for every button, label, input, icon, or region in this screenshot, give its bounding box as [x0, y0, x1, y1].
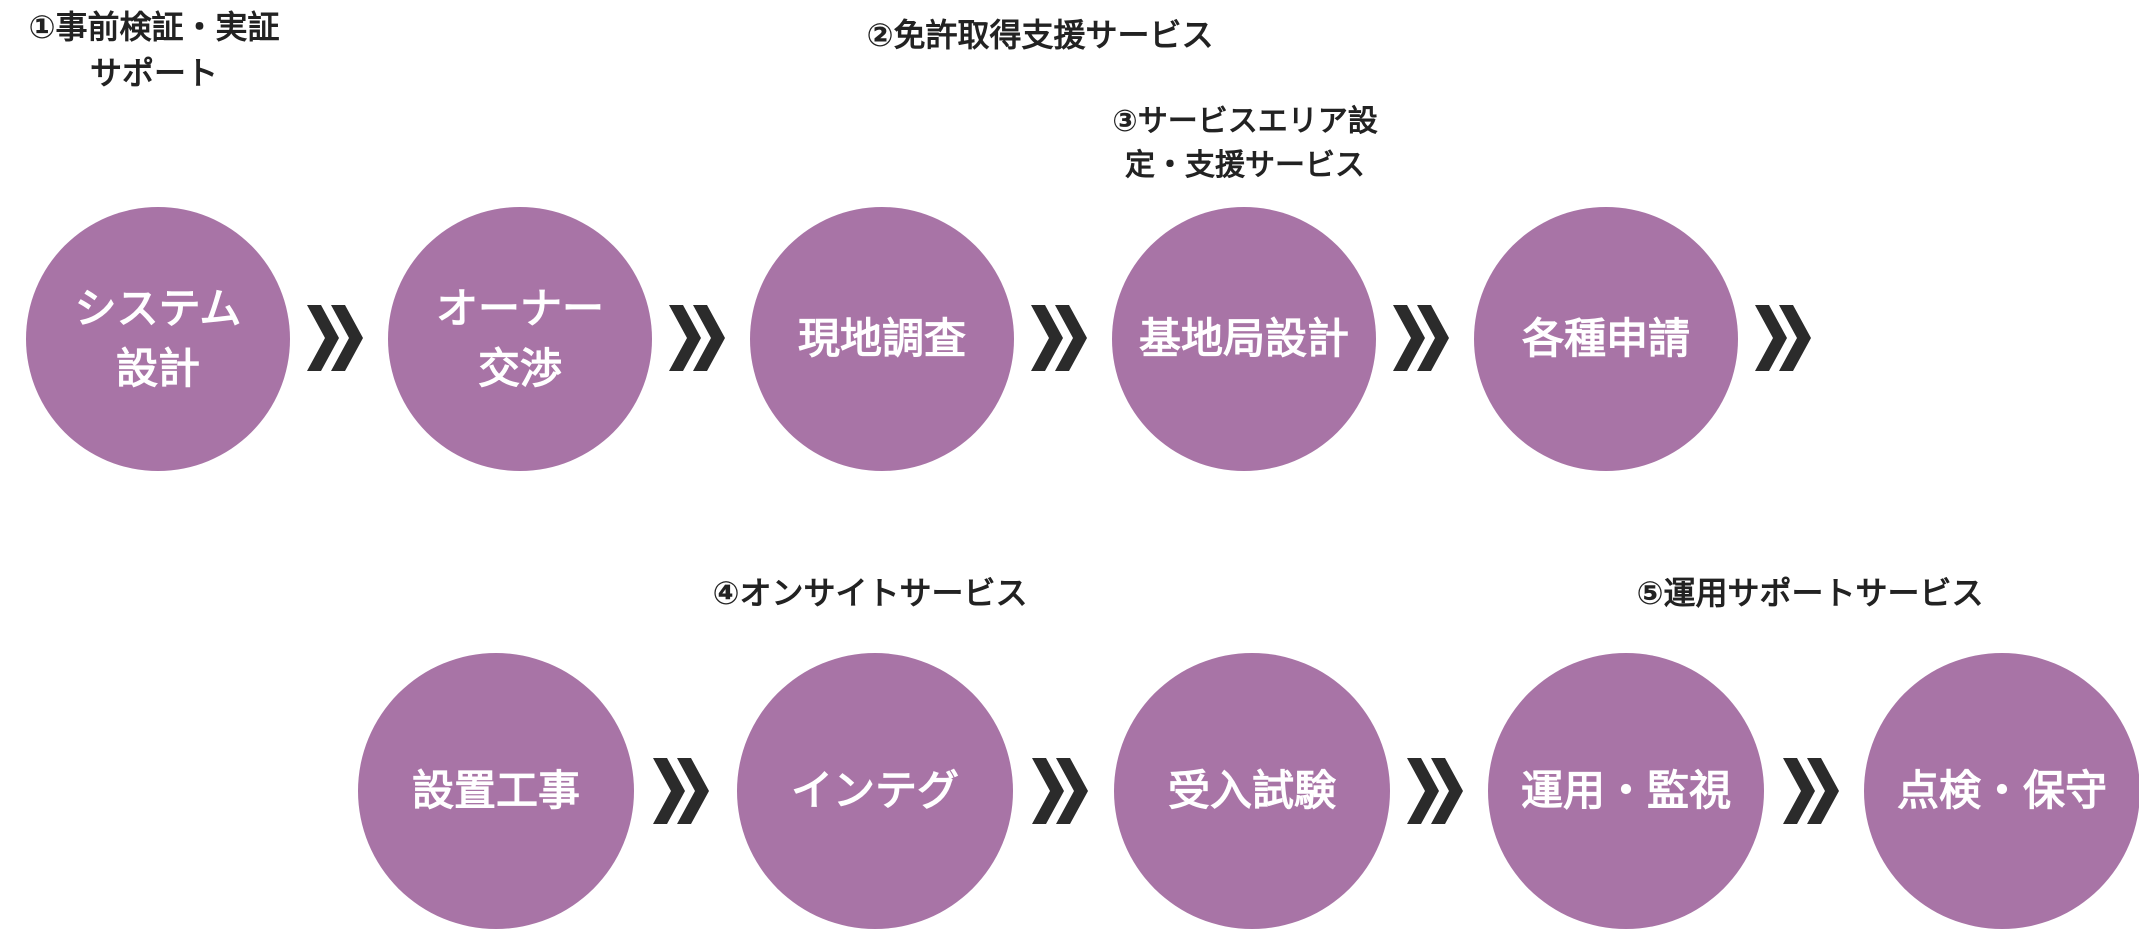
- step-operation-monitoring: 運用・監視: [1488, 653, 1764, 929]
- step-label: 各種申請: [1521, 314, 1690, 363]
- step-label: 受入試験: [1167, 766, 1336, 815]
- double-chevron-right-icon: [1755, 305, 1811, 371]
- double-chevron-right-icon: [1032, 758, 1088, 824]
- step-label: 運用・監視: [1520, 766, 1731, 815]
- double-chevron-right-icon: [1393, 305, 1449, 371]
- step-applications: 各種申請: [1474, 207, 1738, 471]
- step-acceptance-test: 受入試験: [1114, 653, 1390, 929]
- step-integration: インテグ: [737, 653, 1013, 929]
- double-chevron-right-icon: [1031, 305, 1087, 371]
- stage-label-license-support: ②免許取得支援サービス: [866, 16, 1214, 54]
- step-label: 設置工事: [411, 766, 580, 815]
- stage-label-onsite: ④オンサイトサービス: [712, 574, 1028, 612]
- step-label: 現地調査: [797, 314, 966, 363]
- double-chevron-right-icon: [669, 305, 725, 371]
- step-site-survey: 現地調査: [750, 207, 1014, 471]
- double-chevron-right-icon: [653, 758, 709, 824]
- stage-label-service-area: ③サービスエリア設 定・支援サービス: [1112, 104, 1378, 183]
- step-label: インテグ: [790, 766, 959, 815]
- double-chevron-right-icon: [1407, 758, 1463, 824]
- double-chevron-right-icon: [307, 305, 363, 371]
- step-label: オーナー 交渉: [435, 284, 604, 393]
- step-label: 基地局設計: [1138, 314, 1349, 363]
- step-label: 点検・保守: [1896, 766, 2107, 815]
- step-inspection-maintenance: 点検・保守: [1864, 653, 2139, 929]
- double-chevron-right-icon: [1783, 758, 1839, 824]
- step-system-design: システム 設計: [26, 207, 290, 471]
- stage-label-pre-verification: ①事前検証・実証 サポート: [28, 8, 280, 92]
- step-installation-work: 設置工事: [358, 653, 634, 929]
- step-owner-negotiation: オーナー 交渉: [388, 207, 652, 471]
- step-label: システム 設計: [74, 284, 242, 393]
- step-base-station-design: 基地局設計: [1112, 207, 1376, 471]
- stage-label-operation-support: ⑤運用サポートサービス: [1636, 574, 1984, 612]
